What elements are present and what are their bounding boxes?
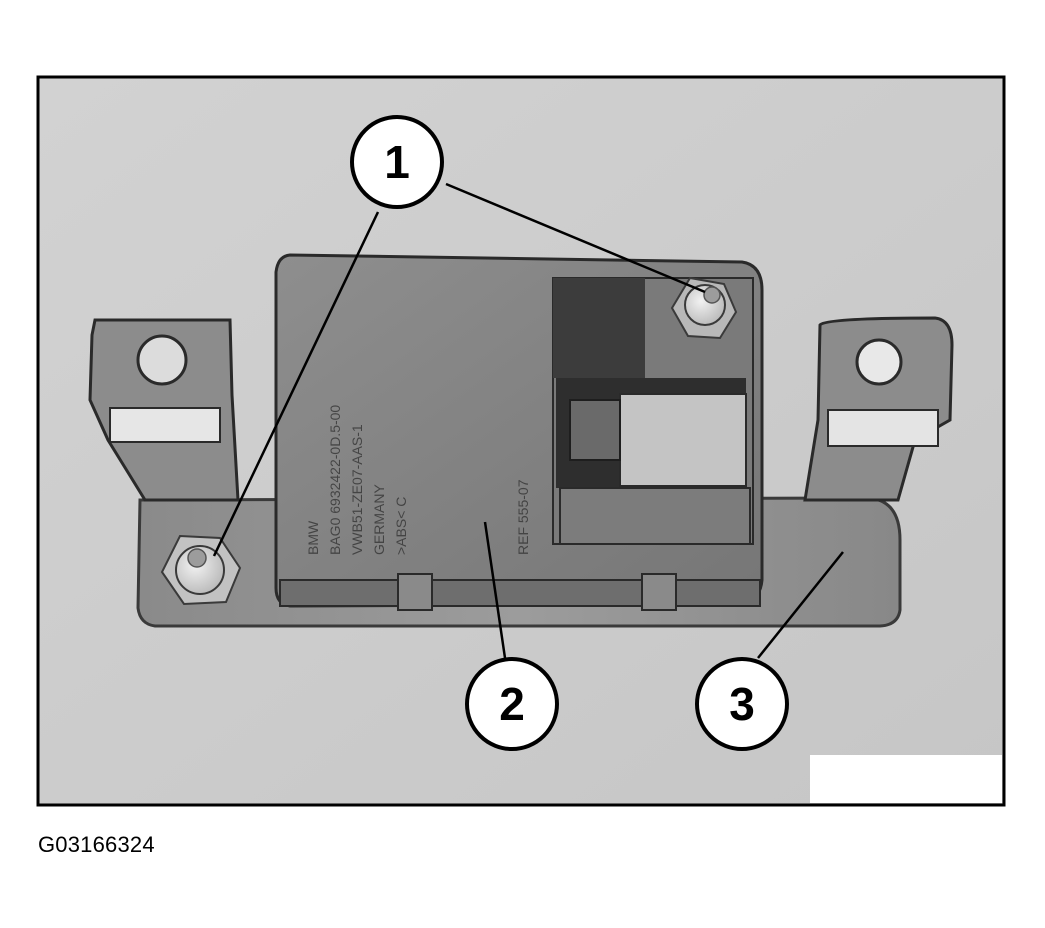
nut-lower-left (160, 534, 242, 606)
module-foot-right (641, 573, 677, 611)
module: BMW BAG0 6932422-0D.5-00 VWB51-ZE07-AAS-… (274, 253, 764, 611)
label-line-3: VWB51-ZE07-AAS-1 (349, 424, 365, 555)
connector-cavity-top (553, 278, 645, 378)
bracket-left-hole (136, 334, 188, 386)
bracket-left-slot (109, 407, 221, 443)
module-side-label: REF 555-07 (515, 479, 531, 555)
module-label: BMW BAG0 6932422-0D.5-00 VWB51-ZE07-AAS-… (305, 405, 409, 555)
module-foot-left (397, 573, 433, 611)
callout-3-number: 3 (729, 678, 755, 730)
connector-latch (569, 399, 621, 461)
connector-plug (619, 393, 747, 487)
callout-2-number: 2 (499, 678, 525, 730)
leader-1-right (445, 182, 706, 294)
figure-id: G03166324 (38, 832, 155, 857)
bracket-right-hole (855, 338, 903, 386)
connector-bottom-panel (559, 487, 751, 545)
leader-3 (757, 551, 844, 659)
nut-upper-right (670, 276, 738, 340)
bracket-right-slot (827, 409, 939, 447)
label-side-line: REF 555-07 (515, 479, 531, 555)
module-flange (279, 579, 761, 607)
callout-1-number: 1 (384, 136, 410, 188)
leader-2 (483, 521, 507, 659)
label-line-4: GERMANY (371, 484, 387, 555)
callout-3: 3 (695, 657, 789, 751)
leader-1-left (212, 211, 380, 557)
label-line-1: BMW (305, 520, 321, 555)
callout-1: 1 (350, 115, 444, 209)
label-line-5: >ABS< C (393, 497, 409, 555)
corner-patch (810, 755, 1002, 803)
label-line-2: BAG0 6932422-0D.5-00 (327, 405, 343, 555)
callout-2: 2 (465, 657, 559, 751)
leader-lines (212, 182, 844, 659)
